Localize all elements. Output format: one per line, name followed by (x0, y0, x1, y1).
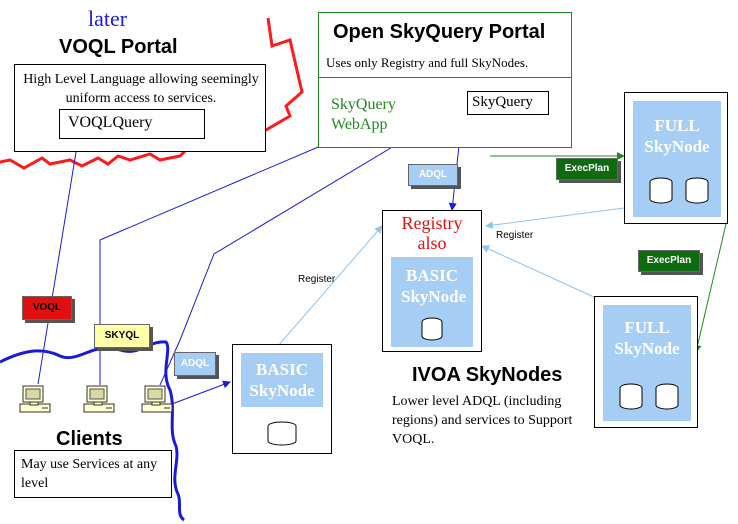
registry-box: Registry also BASIC SkyNode (382, 210, 482, 352)
full-skynode-bottom-label: FULL SkyNode (614, 318, 680, 358)
basic-skynode-label: BASIC SkyNode (249, 360, 315, 400)
database-icon (685, 177, 709, 204)
database-icon (619, 383, 643, 410)
skyquery-webapp-label[interactable]: SkyQuery WebApp (331, 96, 396, 133)
voql-portal-title: VOQL Portal (59, 36, 178, 58)
voqlquery-box[interactable]: VOQLQuery (59, 109, 205, 139)
registry-basic-skynode-label: BASIC SkyNode (401, 266, 467, 306)
execplan-tag-2: ExecPlan (638, 250, 700, 272)
later-label: later (88, 6, 128, 31)
full-skynode-bottom: FULL SkyNode (594, 296, 698, 428)
full-skynode-top: FULL SkyNode (624, 92, 728, 224)
skyql-tag: SKYQL (94, 324, 150, 348)
ivoa-skynodes-title: IVOA SkyNodes (412, 364, 563, 386)
registry-basic-skynode: BASIC SkyNode (391, 257, 473, 347)
computer-icon[interactable] (140, 384, 174, 418)
computer-icon[interactable] (18, 384, 52, 418)
register-label-2: Register (496, 230, 534, 241)
full-skynode-top-label: FULL SkyNode (644, 116, 710, 156)
full-skynode-top-panel: FULL SkyNode (633, 101, 721, 217)
registry-also-label: also (417, 233, 447, 253)
voql-tag: VOQL (22, 296, 72, 320)
skyquery-portal-divider (319, 77, 571, 78)
skyquery-portal-box: Open SkyQuery Portal Uses only Registry … (318, 12, 572, 148)
basic-skynode-panel: BASIC SkyNode (241, 353, 323, 407)
clients-box: May use Services at any level (14, 450, 172, 498)
blue-boundary-line (0, 340, 186, 522)
execplan-tag-1: ExecPlan (556, 158, 618, 180)
database-icon (421, 317, 443, 341)
clients-description: May use Services at any level (21, 457, 158, 491)
database-icon (655, 383, 679, 410)
registry-label: Registry (401, 213, 463, 233)
skyquery-portal-title: Open SkyQuery Portal (333, 21, 546, 43)
adql-tag-top: ADQL (408, 164, 458, 186)
skyquery-service-box[interactable]: SkyQuery (467, 91, 549, 115)
voql-portal-description: High Level Language allowing seemingly u… (23, 72, 259, 106)
full-skynode-bottom-panel: FULL SkyNode (603, 305, 691, 421)
skyquery-portal-subtitle: Uses only Registry and full SkyNodes. (326, 55, 529, 70)
register-label-1: Register (298, 274, 336, 285)
database-icon (267, 421, 297, 446)
ivoa-skynodes-description: Lower level ADQL (including regions) and… (392, 394, 573, 447)
adql-tag-client: ADQL (174, 352, 216, 376)
basic-skynode: BASIC SkyNode (232, 344, 332, 454)
clients-title: Clients (56, 428, 123, 450)
database-icon (649, 177, 673, 204)
computer-icon[interactable] (82, 384, 116, 418)
voql-portal-box: High Level Language allowing seemingly u… (14, 64, 266, 152)
red-boundary-line (0, 17, 304, 170)
